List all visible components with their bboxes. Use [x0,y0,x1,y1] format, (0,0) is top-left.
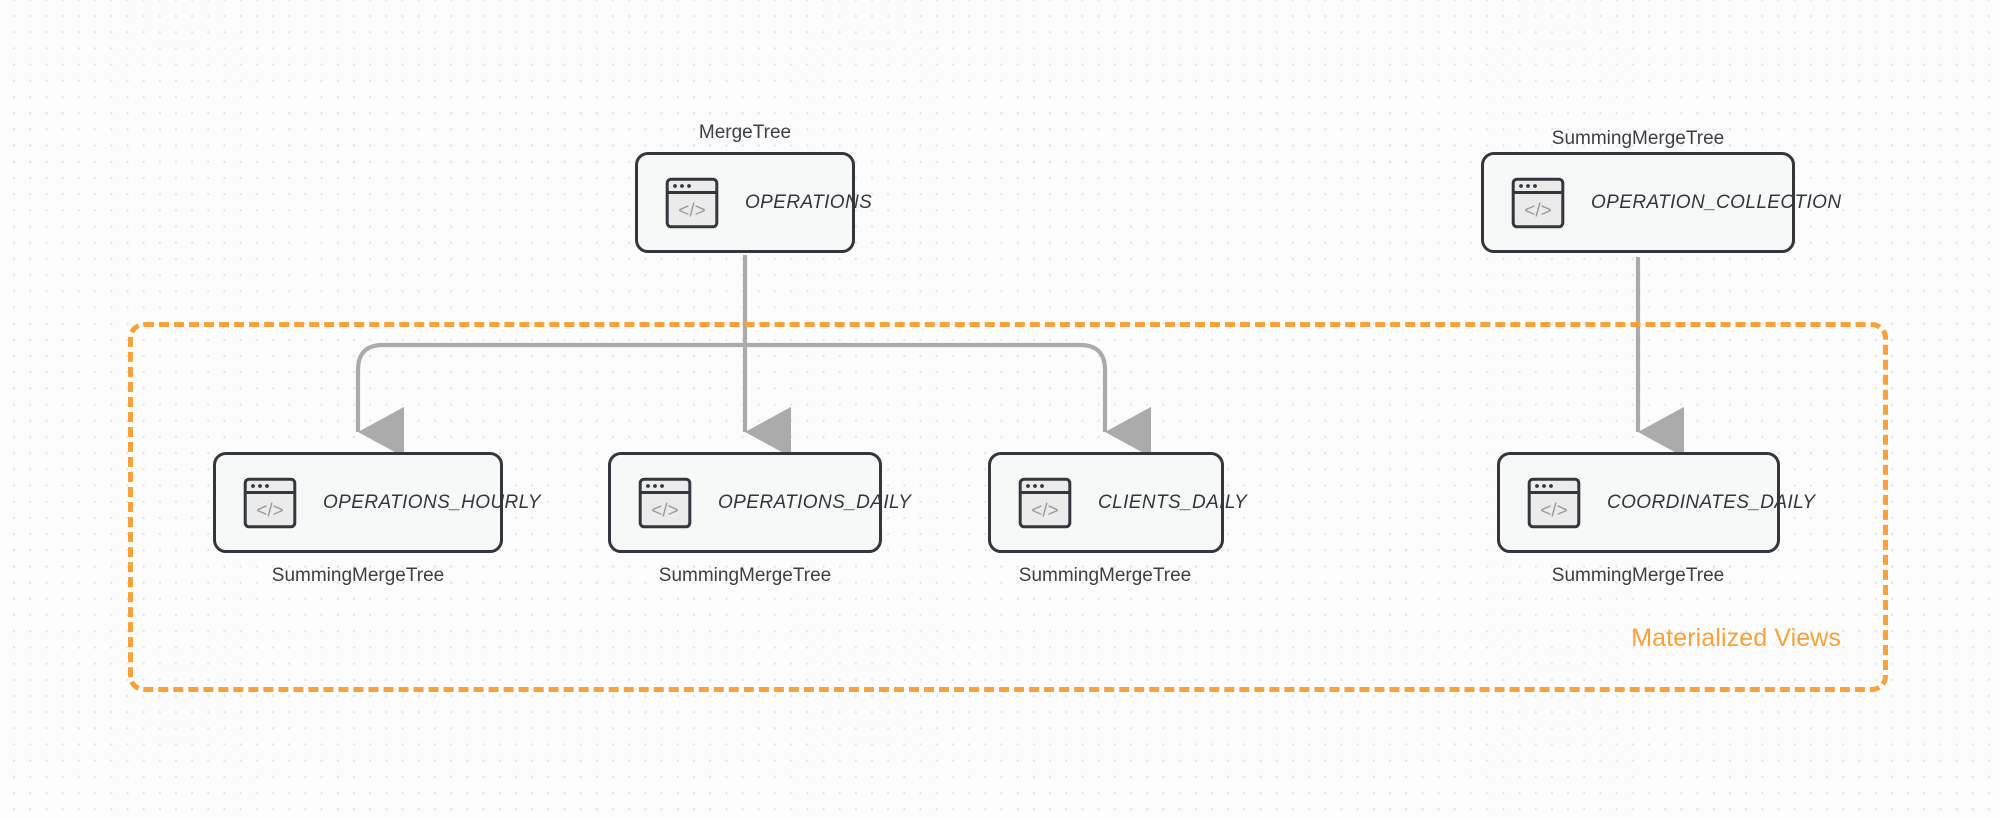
node-label-operations: OPERATIONS [745,191,873,213]
node-operations-daily[interactable]: </> OPERATIONS_DAILY [608,452,911,553]
code-window-icon: </> [1511,177,1565,228]
svg-text:</>: </> [651,500,678,521]
node-operation-collection[interactable]: </> OPERATION_COLLECTION [1481,152,1841,253]
svg-text:</>: </> [678,200,705,221]
node-label-operations-daily: OPERATIONS_DAILY [718,491,912,513]
node-label-clients-daily: CLIENTS_DAILY [1098,491,1248,513]
svg-text:</>: </> [1524,200,1551,221]
svg-text:</>: </> [256,500,283,521]
node-clients-daily[interactable]: </> CLIENTS_DAILY [988,452,1247,553]
node-operations[interactable]: </> OPERATIONS [635,152,872,253]
engine-caption-clients-daily: SummingMergeTree [1018,565,1192,586]
node-coordinates-daily[interactable]: </> COORDINATES_DAILY [1497,452,1815,553]
code-window-icon: </> [243,477,297,528]
node-operations-hourly[interactable]: </> OPERATIONS_HOURLY [213,452,541,553]
engine-caption-operations-hourly: SummingMergeTree [271,565,445,586]
svg-text:</>: </> [1540,500,1567,521]
code-window-icon: </> [665,177,719,228]
materialized-views-group: Materialized Views [128,322,1888,692]
svg-text:</>: </> [1031,500,1058,521]
node-label-operation-collection: OPERATION_COLLECTION [1591,191,1842,213]
code-window-icon: </> [1527,477,1581,528]
engine-caption-operations-daily: SummingMergeTree [658,565,832,586]
code-window-icon: </> [1018,477,1072,528]
code-window-icon: </> [638,477,692,528]
engine-caption-operation-collection: SummingMergeTree [1551,128,1725,149]
engine-caption-operations: MergeTree [698,122,792,143]
engine-caption-coordinates-daily: SummingMergeTree [1551,565,1725,586]
node-label-operations-hourly: OPERATIONS_HOURLY [323,491,541,513]
node-label-coordinates-daily: COORDINATES_DAILY [1607,491,1816,513]
materialized-views-label: Materialized Views [1631,624,1841,652]
